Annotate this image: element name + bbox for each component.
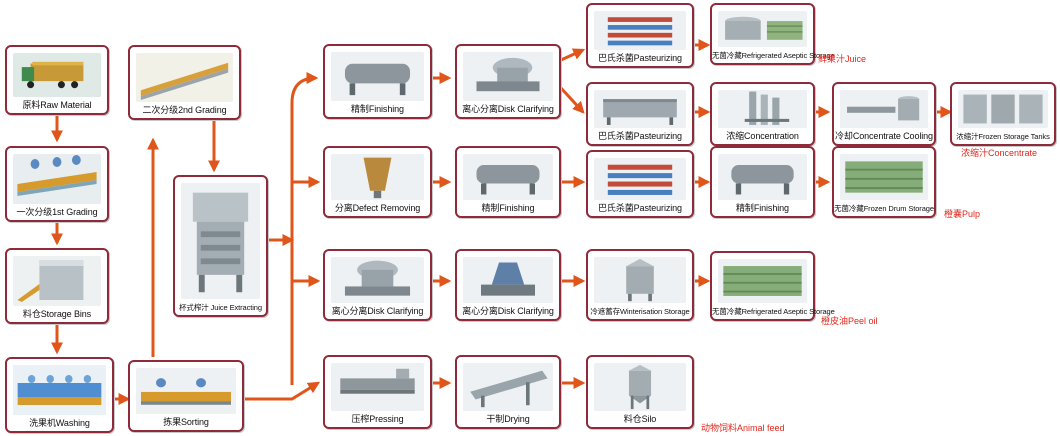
arrow-branch-spine [290,72,319,385]
output-animal-feed: 动物饲料Animal feed [701,423,785,433]
output-peel-oil: 橙皮油Peel oil [821,316,878,326]
step-disk-clarifying-2: 离心分离Disk Clarifying [323,249,432,321]
step-label: 离心分离Disk Clarifying [331,306,424,316]
step-frozen-storage-tanks: 浓缩汁Frozen Storage Tanks [950,82,1056,146]
finisher-image [463,154,553,200]
step-label: 压榨Pressing [351,414,404,424]
step-finishing-3: 精制Finishing [710,146,815,218]
grading-conveyor-image [13,154,101,204]
output-juice: 鲜果汁Juice [818,54,867,64]
step-label: 二次分级2nd Grading [142,105,227,115]
step-pasteurizing-2: 巴氏杀菌Pasteurizing [586,82,694,146]
step-second-grading: 二次分级2nd Grading [128,45,241,120]
step-winterisation-storage: 冷遮蓄存Winterisation Storage [586,249,694,321]
output-pulp: 橙囊Pulp [944,209,981,219]
step-defect-removing: 分离Defect Removing [323,146,432,218]
step-label: 浓缩Concentration [726,131,799,141]
step-pressing: 压榨Pressing [323,355,432,429]
step-label: 无菌冷藏Refrigerated Aseptic Storage [712,307,835,316]
step-concentration: 浓缩Concentration [710,82,815,146]
step-finishing-2: 精制Finishing [455,146,561,218]
pasteurizer-image [594,158,686,200]
step-pasteurizing-3: 巴氏杀菌Pasteurizing [586,150,694,218]
step-disk-clarifying-3: 离心分离Disk Clarifying [455,249,561,321]
step-label: 离心分离Disk Clarifying [462,306,554,316]
step-label: 精制Finishing [736,203,789,213]
storage-tanks-image [958,90,1048,128]
step-label: 精制Finishing [351,104,404,114]
step-label: 杯式榨汁 Juice Extracting [179,303,262,312]
step-washing: 洗果机Washing [5,357,114,433]
disk-centrifuge-image [463,52,553,101]
step-sorting: 拣果Sorting [128,360,244,432]
step-label: 无菌冷藏Frozen Drum Storage [834,204,934,213]
silo-image [594,363,686,411]
cold-room-image [718,259,807,303]
disk-centrifuge-image [463,257,553,303]
step-label: 巴氏杀菌Pasteurizing [598,131,682,141]
step-label: 冷遮蓄存Winterisation Storage [590,307,690,316]
pasteurizer-image [594,11,686,50]
step-finishing-1: 精制Finishing [323,44,432,119]
press-image [331,363,424,411]
sorting-table-image [136,368,236,414]
step-label: 料仓Storage Bins [22,309,92,319]
step-label: 无菌冷藏Refrigerated Aseptic Storage [712,51,835,60]
step-label: 浓缩汁Frozen Storage Tanks [956,132,1050,141]
finisher-image [331,52,424,101]
step-disk-clarifying-1: 离心分离Disk Clarifying [455,44,561,119]
finisher-image [718,154,807,200]
step-concentrate-cooling: 冷却Concentrate Cooling [832,82,936,146]
cooling-tank-image [840,90,928,128]
winterisation-tank-image [594,257,686,303]
step-silo: 料仓Silo [586,355,694,429]
step-storage-bins: 料仓Storage Bins [5,248,109,324]
step-label: 分离Defect Removing [334,203,421,213]
evaporator-image [718,90,807,128]
step-label: 拣果Sorting [163,417,209,427]
pasteurizer-image [594,90,686,128]
arrow-sorting-to-pressing [244,381,321,401]
step-label: 离心分离Disk Clarifying [462,104,554,114]
step-label: 干制Drying [486,414,530,424]
juice-extractor-image [181,183,260,299]
washing-machine-image [13,365,106,415]
output-concentrate: 浓缩汁Concentrate [961,148,1038,158]
step-label: 精制Finishing [481,203,535,213]
second-grading-image [136,53,233,102]
step-label: 洗果机Washing [29,418,90,428]
step-label: 料仓Silo [623,414,657,424]
step-juice-extracting: 杯式榨汁 Juice Extracting [173,175,268,317]
step-refrigerated-aseptic-storage-2: 无菌冷藏Refrigerated Aseptic Storage [710,251,835,321]
defect-separator-image [331,154,424,200]
step-frozen-drum-storage: 无菌冷藏Frozen Drum Storage [832,146,936,218]
step-label: 原料Raw Material [22,100,92,110]
step-label: 一次分级1st Grading [16,207,98,217]
step-label: 冷却Concentrate Cooling [835,131,933,141]
step-first-grading: 一次分级1st Grading [5,146,109,222]
aseptic-tank-image [718,11,807,47]
dryer-image [463,363,553,411]
disk-centrifuge-image [331,257,424,303]
step-raw-material: 原料Raw Material [5,45,109,115]
arrow-disk-to-past1 [560,48,586,62]
cold-room-image [840,154,928,200]
arrow-disk-to-past2 [559,86,585,114]
step-label: 巴氏杀菌Pasteurizing [598,53,682,63]
storage-bin-image [13,256,101,306]
step-drying: 干制Drying [455,355,561,429]
step-refrigerated-aseptic-storage-1: 无菌冷藏Refrigerated Aseptic Storage [710,3,835,65]
truck-image [13,53,101,97]
step-pasteurizing-1: 巴氏杀菌Pasteurizing [586,3,694,68]
step-label: 巴氏杀菌Pasteurizing [598,203,682,213]
